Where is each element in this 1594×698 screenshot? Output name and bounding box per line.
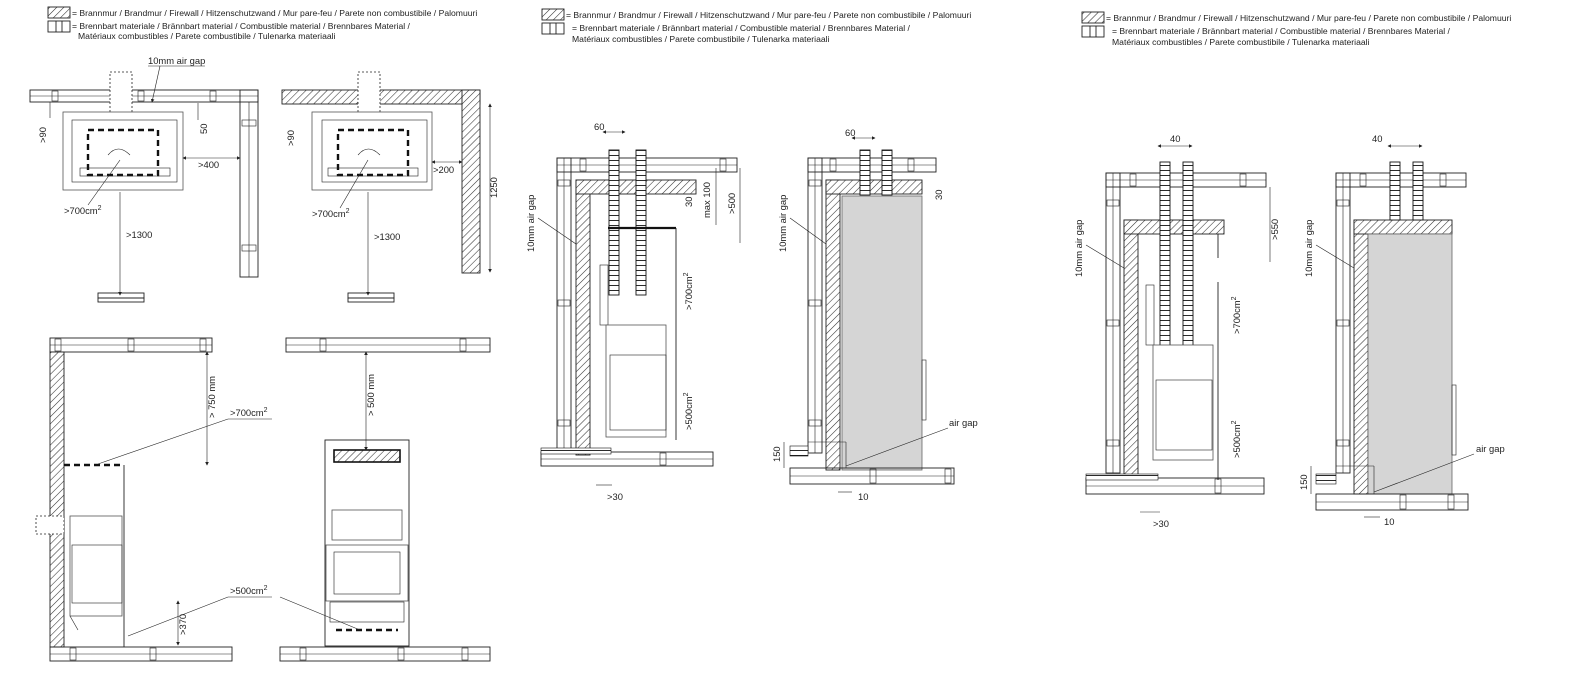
- label-area-700: >700cm2: [64, 205, 102, 216]
- firewall-swatch: [47, 6, 71, 19]
- dim-90: >90: [285, 130, 296, 146]
- label-10mm-air-gap: 10mm air gap: [777, 195, 788, 252]
- dim-1300: >1300: [126, 229, 152, 240]
- legend-3: = Brannmur / Brandmur / Firewall / Hitze…: [1081, 11, 1511, 47]
- label-air-gap: air gap: [949, 417, 978, 428]
- legend-firewall-text: = Brannmur / Brandmur / Firewall / Hitze…: [72, 8, 477, 18]
- dim-1250: 1250: [488, 177, 499, 198]
- section-firewall-2: 40 10mm air gap air gap 150 10: [1298, 133, 1505, 527]
- label-area-700: >700cm2: [1231, 296, 1242, 334]
- dim-60: 60: [845, 127, 855, 138]
- dim-150: 150: [1298, 474, 1309, 490]
- legend-combustible-text-2: Matériaux combustibles / Parete combusti…: [1112, 37, 1370, 47]
- label-area-700: >700cm2: [683, 272, 694, 310]
- dim-750: > 750 mm: [206, 376, 217, 418]
- fireplace-insert: [311, 111, 433, 191]
- plan-view-firewall: >90 >200 1250 >700cm2 >1300: [281, 71, 499, 303]
- fireplace-insert: [69, 515, 123, 617]
- label-10mm-air-gap: 10mm air gap: [525, 195, 536, 252]
- firewall-swatch: [541, 8, 565, 21]
- plan-view-combustible: 10mm air gap >90 50 >400 >700cm2 >1300: [29, 55, 259, 303]
- legend-combustible-text-1: = Brennbart materiale / Brännbart materi…: [572, 23, 911, 33]
- dim-gt30: >30: [607, 491, 623, 502]
- section-firewall-1: 40 >550 10mm air gap >700cm2 >500cm2 >30: [1073, 133, 1280, 529]
- firewall-swatch: [1081, 11, 1105, 24]
- fireplace-insert: [325, 544, 409, 602]
- enclosure-body: [1367, 233, 1453, 495]
- fireplace-insert: [62, 111, 184, 191]
- dim-500mm: > 500 mm: [365, 374, 376, 416]
- label-area-500: >500cm2: [230, 585, 268, 596]
- label-area-700: >700cm2: [230, 407, 268, 418]
- elevation-side-view: > 750 mm >700cm2 >370 >500cm2: [35, 337, 272, 662]
- dim-150: 150: [771, 446, 782, 462]
- legend-combustible-text-2: Matériaux combustibles / Parete combusti…: [572, 34, 830, 44]
- legend-firewall-text: = Brannmur / Brandmur / Firewall / Hitze…: [566, 10, 971, 20]
- dim-1300: >1300: [374, 231, 400, 242]
- legend-combustible-text-1: = Brennbart materiale / Brännbart materi…: [1112, 26, 1451, 36]
- section-combustible-1: 60 30 max 100 >500 10mm air gap >700cm2 …: [525, 121, 741, 502]
- combustible-swatch: [47, 20, 71, 33]
- dim-60: 60: [594, 121, 604, 132]
- label-10mm-air-gap: 10mm air gap: [1073, 220, 1084, 277]
- legend-combustible-text-1: = Brennbart materiale / Brännbart materi…: [72, 21, 411, 31]
- dim-40: 40: [1170, 133, 1180, 144]
- dim-30: 30: [933, 190, 944, 200]
- section-combustible-2: 60 30 10mm air gap air gap 150 10: [771, 127, 978, 502]
- dim-550: >550: [1269, 219, 1280, 240]
- dim-40: 40: [1372, 133, 1382, 144]
- dim-370: >370: [177, 614, 188, 635]
- dim-30: 30: [683, 197, 694, 207]
- dim-max100: max 100: [701, 182, 712, 218]
- label-10mm-air-gap: 10mm air gap: [1303, 220, 1314, 277]
- dim-90: >90: [37, 127, 48, 143]
- legend-firewall-text: = Brannmur / Brandmur / Firewall / Hitze…: [1106, 13, 1511, 23]
- dim-10: 10: [1384, 516, 1394, 527]
- combustible-swatch: [541, 22, 565, 35]
- fireplace-insert: [605, 324, 667, 438]
- dim-500: >500: [726, 193, 737, 214]
- label-air-gap: 10mm air gap: [148, 55, 205, 66]
- label-area-500: >500cm2: [1231, 420, 1242, 458]
- dim-50: 50: [198, 124, 209, 134]
- legend-1: = Brannmur / Brandmur / Firewall / Hitze…: [47, 6, 477, 41]
- combustible-swatch: [1081, 25, 1105, 38]
- dim-gt30: >30: [1153, 518, 1169, 529]
- dim-400: >400: [198, 159, 219, 170]
- elevation-front-view: > 500 mm: [279, 337, 491, 662]
- legend-combustible-text-2: Matériaux combustibles / Parete combusti…: [78, 31, 336, 41]
- legend-2: = Brannmur / Brandmur / Firewall / Hitze…: [541, 8, 971, 44]
- fireplace-insert: [1152, 344, 1214, 461]
- label-area-500: >500cm2: [683, 392, 694, 430]
- label-air-gap: air gap: [1476, 443, 1505, 454]
- enclosure-body: [841, 195, 923, 471]
- label-area-700: >700cm2: [312, 208, 350, 219]
- dim-10: 10: [858, 491, 868, 502]
- dim-200: >200: [433, 164, 454, 175]
